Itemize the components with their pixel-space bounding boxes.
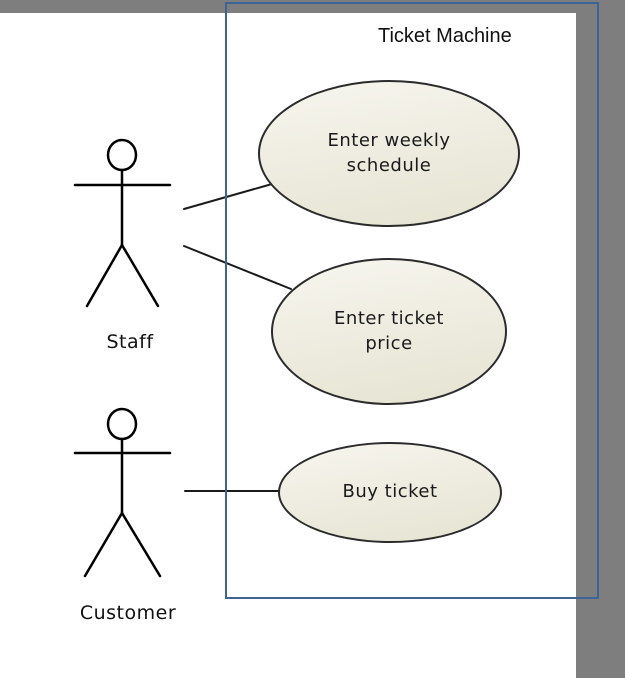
usecase-label-line: Enter weekly — [327, 130, 451, 152]
association-staff-enter-ticket-price[interactable] — [183, 245, 292, 290]
actor-customer-right-leg — [120, 511, 162, 578]
actor-staff-head — [106, 138, 138, 172]
actor-customer-left-leg — [83, 511, 124, 578]
actor-staff-left-leg — [85, 243, 124, 308]
association-staff-enter-weekly-schedule[interactable] — [183, 183, 273, 210]
system-boundary-ticket-machine[interactable] — [225, 2, 599, 599]
usecase-label-line: Buy ticket — [342, 481, 438, 503]
actor-customer-head — [106, 407, 138, 441]
actor-label-customer[interactable]: Customer — [79, 602, 177, 624]
usecase-label-line: schedule — [346, 154, 432, 176]
usecase-enter-weekly-schedule[interactable]: Enter weekly schedule — [258, 80, 520, 227]
pasteboard-right — [576, 0, 625, 678]
actor-customer-figure[interactable] — [73, 407, 172, 578]
usecase-label-line: price — [365, 332, 413, 354]
actor-staff-right-leg — [120, 243, 160, 308]
usecase-label-line: Enter ticket — [334, 308, 444, 330]
actor-label-staff[interactable]: Staff — [106, 331, 154, 353]
actor-staff-figure[interactable] — [73, 138, 172, 308]
system-title: Ticket Machine — [378, 25, 512, 47]
usecase-buy-ticket[interactable]: Buy ticket — [278, 442, 502, 543]
usecase-enter-ticket-price[interactable]: Enter ticket price — [271, 258, 507, 405]
